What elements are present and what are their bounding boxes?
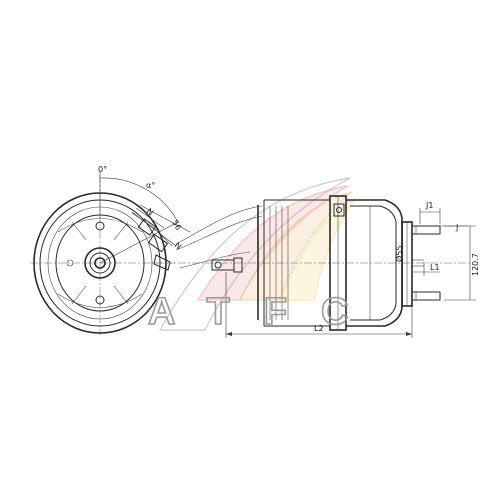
l1-label: L1 [430, 263, 440, 272]
l2-label: L2 [314, 324, 324, 333]
zero-angle-label: 0° [98, 165, 107, 174]
j-label: J [455, 223, 458, 232]
n-label-2: N [173, 241, 183, 252]
j1-label: J1 [425, 201, 433, 210]
watermark-text: ATFC [148, 291, 383, 333]
side-dimensions: Ø55 J1 J L1 120.7 L2 [225, 201, 480, 338]
height-label: 120.7 [471, 253, 480, 276]
side-view [150, 195, 470, 331]
dim-56-label: 56 [170, 219, 183, 232]
n-label-1: N [145, 207, 155, 218]
alpha-angle-label: α° [146, 181, 155, 190]
diameter-label: Ø55 [394, 246, 404, 262]
angle-dimensions: 0° α° N 56 N [98, 165, 191, 264]
